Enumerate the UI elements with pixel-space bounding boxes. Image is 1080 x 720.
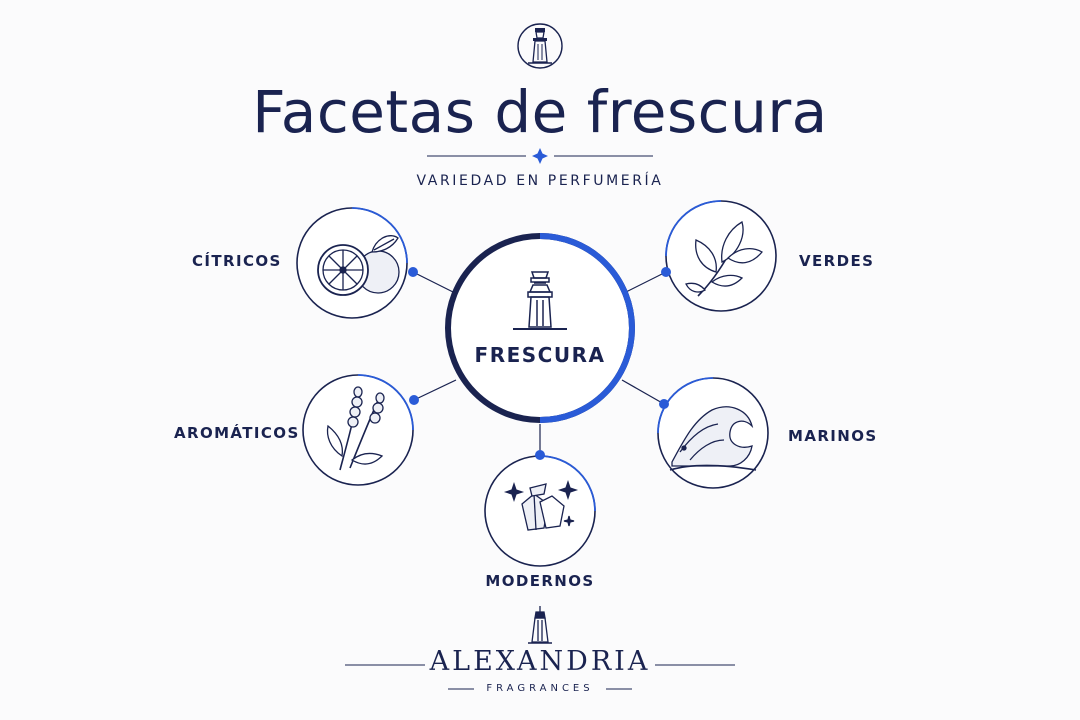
leaves-icon [685,221,763,297]
brand-tagline: FRAGRANCES [486,683,594,694]
facet-label-citricos: CÍTRICOS [192,252,282,270]
connectors [412,271,667,455]
lavender-icon [326,386,385,471]
wave-icon [669,406,757,471]
page-subtitle: VARIEDAD EN PERFUMERÍA [416,173,664,189]
crystal-icon [503,479,579,531]
citrus-icon [317,235,400,296]
page-title: Facetas de frescura [252,78,828,146]
center-lighthouse-icon [513,271,567,330]
brand-name: ALEXANDRIA [429,646,651,677]
facet-label-aromaticos: AROMÁTICOS [174,424,300,442]
facet-node-aromaticos [302,374,419,486]
facet-label-modernos: MODERNOS [485,572,595,590]
facet-label-verdes: VERDES [799,252,875,270]
center-label: FRESCURA [474,343,606,367]
title-divider [427,148,653,164]
brand-lighthouse-icon [528,606,552,644]
brand-divider [345,664,735,690]
facet-label-marinos: MARINOS [788,427,878,445]
lighthouse-badge-icon [517,23,563,69]
